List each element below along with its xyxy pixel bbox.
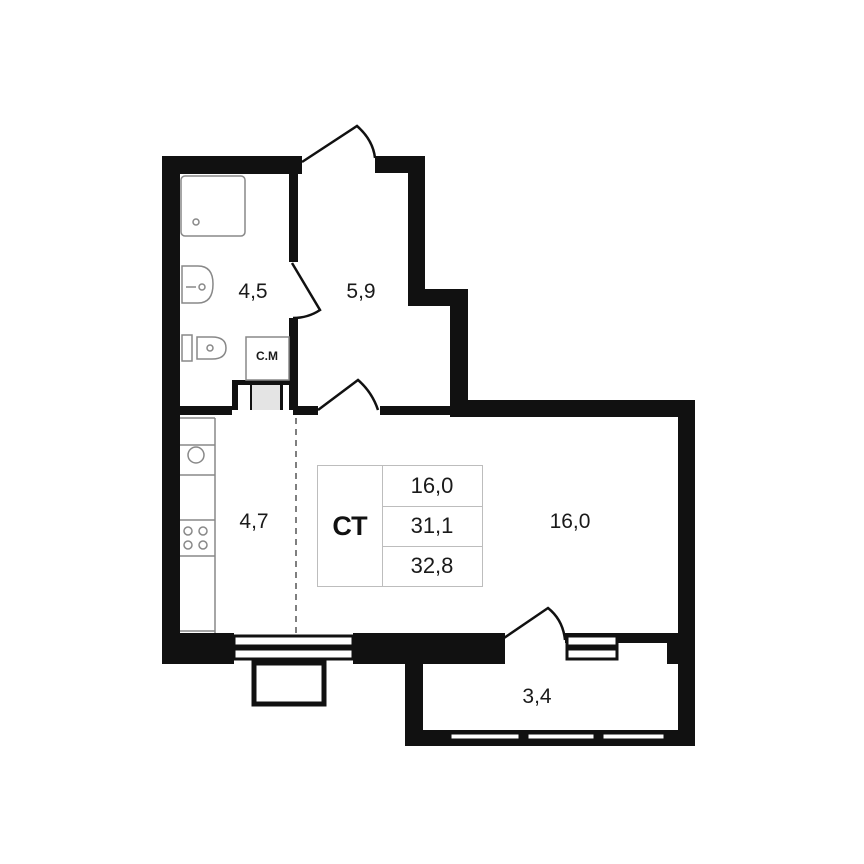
area-no-balcony: 31,1: [382, 506, 482, 547]
room-area-balcony: 3,4: [522, 685, 552, 708]
room-area-bathroom: 4,5: [238, 280, 268, 303]
total-area: 32,8: [410, 553, 454, 578]
doors: [290, 124, 567, 641]
area-summary-table: СТ 16,0 31,1 32,8: [317, 465, 483, 587]
washing-machine-label: С.М: [256, 349, 278, 363]
windows: [232, 634, 667, 742]
room-area-kitchen: 4,7: [239, 510, 269, 533]
room-area-hallway: 5,9: [346, 280, 376, 303]
apartment-type: СТ: [318, 466, 383, 586]
shaft: [232, 380, 293, 410]
room-area-living: 16,0: [549, 510, 591, 533]
fixtures: [180, 175, 290, 633]
radiator: [251, 660, 327, 707]
living-area: 16,0: [382, 466, 482, 507]
